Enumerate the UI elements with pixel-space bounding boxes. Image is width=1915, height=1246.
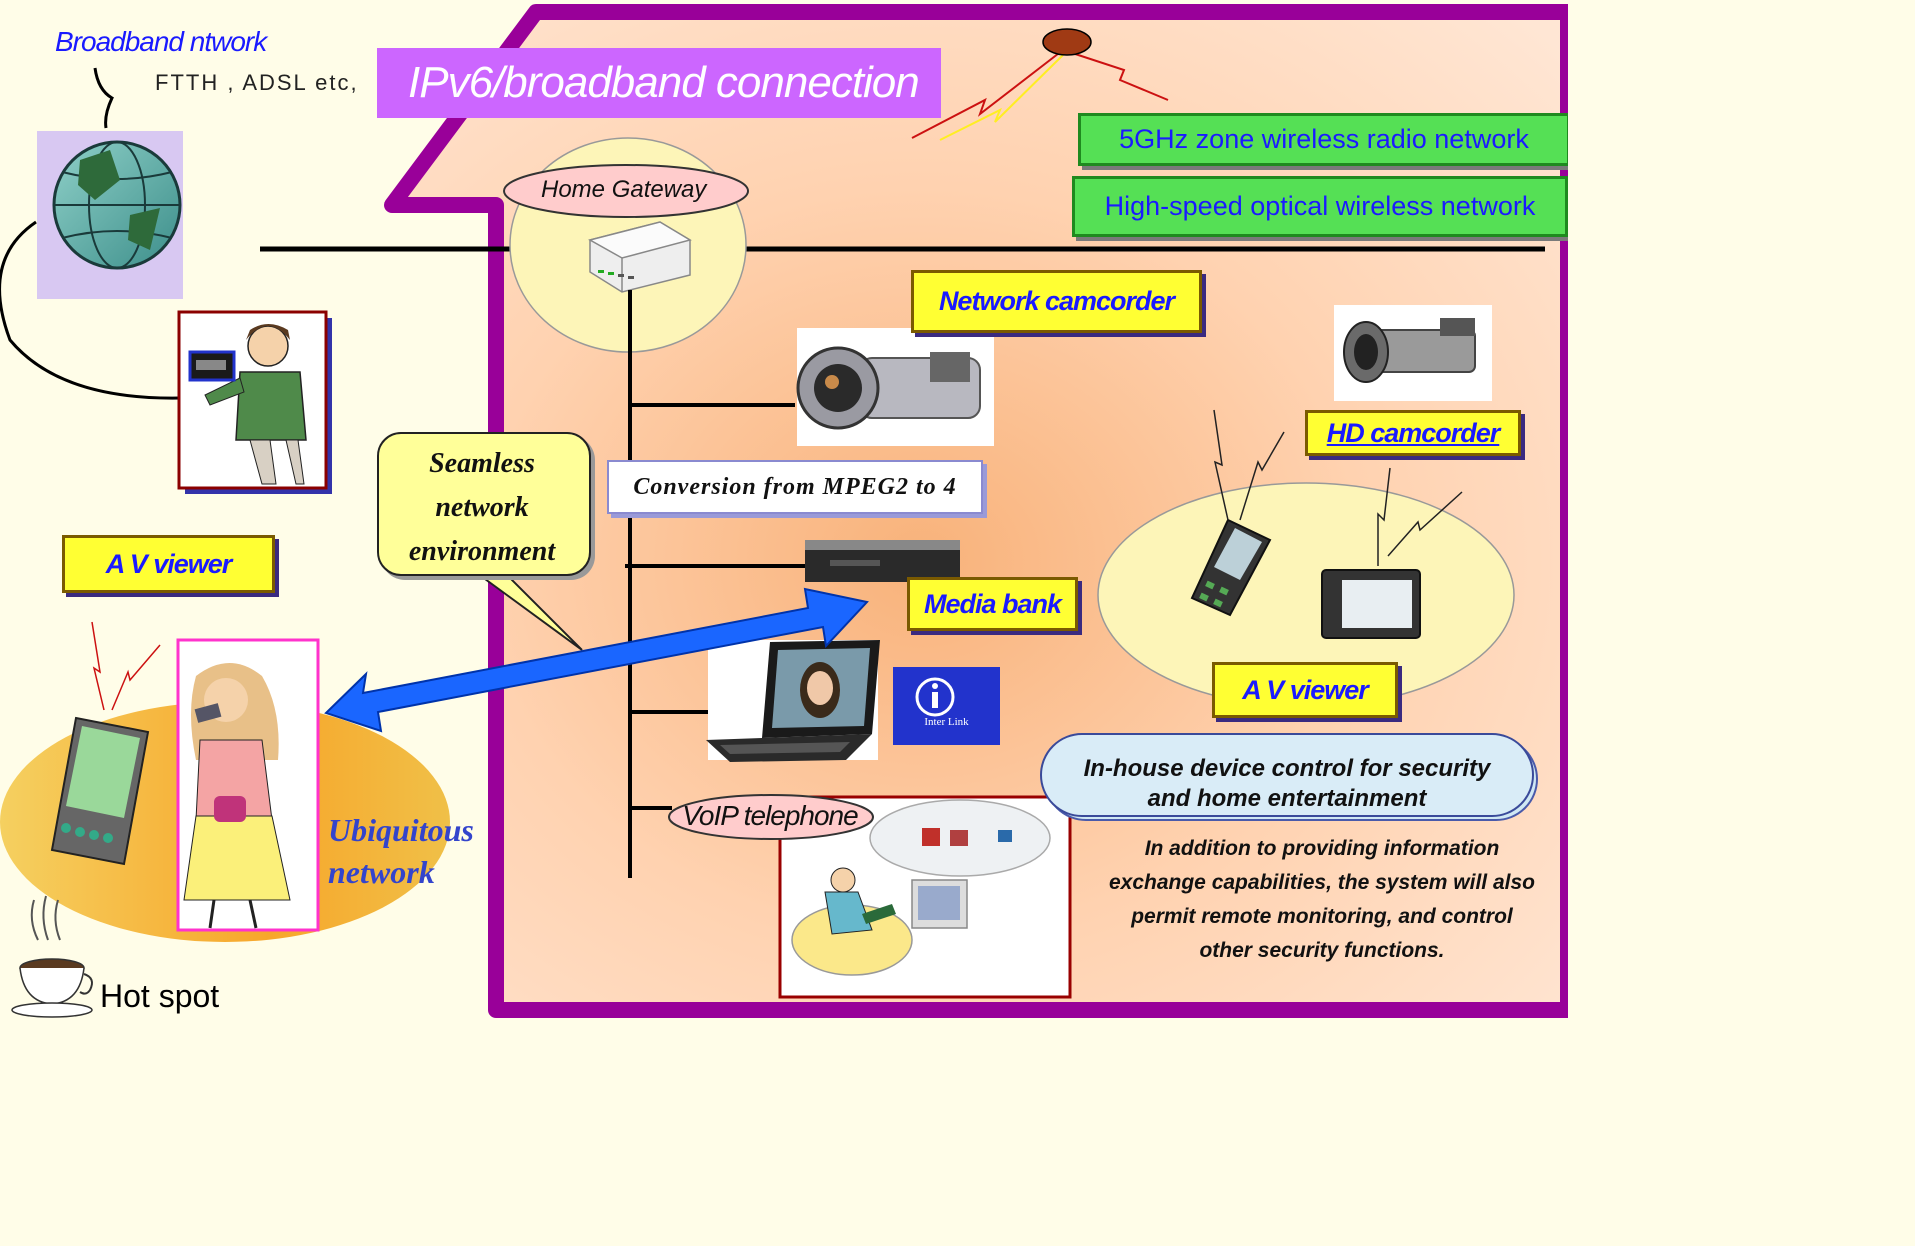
gateway-device-icon — [588, 221, 692, 293]
pda-icon — [50, 716, 150, 866]
av-viewer-right-label: A V viewer — [1212, 662, 1398, 718]
ipv6-banner — [377, 48, 941, 118]
laptop-icon — [706, 640, 880, 762]
coffee-cup-icon — [11, 895, 93, 1018]
mobile-user-man-icon — [177, 310, 332, 494]
seamless-callout-line1: Seamless — [429, 448, 535, 479]
network-camcorder-text: Network camcorder — [938, 286, 1175, 316]
woman-with-device-icon — [176, 638, 320, 932]
interlink-label: Inter Link — [924, 716, 969, 728]
media-bank-text: Media bank — [923, 588, 1062, 619]
voip-label-bg — [668, 794, 874, 840]
roof-antenna-icon — [911, 28, 1169, 141]
broadband-subtitle: FTTH , ADSL etc, — [155, 70, 359, 95]
home-gateway-label: Home Gateway — [541, 176, 707, 203]
seamless-double-arrow — [324, 587, 869, 733]
globe-icon — [37, 131, 183, 299]
control-banner-line1: In-house device control for security — [1083, 755, 1491, 782]
network-diagram — [0, 4, 1568, 1018]
hd-camcorder-icon — [1334, 305, 1492, 401]
network-camcorder-icon — [796, 328, 994, 446]
wireless-radio-label: 5GHz zone wireless radio network — [1119, 124, 1529, 154]
mpeg-conversion-box: Conversion from MPEG2 to 4 — [607, 460, 983, 514]
broadband-cable-2 — [0, 220, 181, 400]
voip-telephone-label: VoIP telephone — [682, 800, 858, 831]
network-camcorder-label: Network camcorder — [911, 270, 1202, 333]
media-bank-label: Media bank — [907, 577, 1078, 631]
mobile-phone-icon — [1190, 518, 1272, 617]
broadband-cable — [93, 67, 114, 129]
seamless-callout-line3: environment — [408, 536, 556, 567]
pda-signal-icons — [91, 621, 161, 711]
description-line2: exchange capabilities, the system will a… — [1108, 871, 1535, 894]
wireless-radio-network: 5GHz zone wireless radio network — [1078, 113, 1568, 166]
ubiquitous-line2: network — [328, 854, 435, 890]
portable-tv-icon — [1321, 569, 1421, 639]
wireless-signal-icons — [1213, 409, 1463, 566]
gateway-label-bg — [503, 164, 749, 218]
hot-spot-label: Hot spot — [100, 978, 220, 1014]
wireless-optical-label: High-speed optical wireless network — [1104, 191, 1536, 221]
ubiquitous-line1: Ubiquitous — [328, 812, 474, 848]
description-line3: permit remote monitoring, and control — [1131, 905, 1513, 928]
seamless-callout — [377, 432, 591, 576]
av-viewer-left-text: A V viewer — [105, 548, 233, 579]
control-banner-line2: and home entertainment — [1147, 785, 1427, 812]
av-viewer-left-label: A V viewer — [62, 535, 275, 593]
hd-camcorder-label: HD camcorder — [1305, 410, 1521, 456]
seamless-callout-line2: network — [435, 492, 529, 523]
interlink-logo — [893, 667, 1000, 745]
description-line1: In addition to providing information — [1144, 837, 1500, 860]
mpeg-conversion-label: Conversion from MPEG2 to 4 — [633, 473, 957, 500]
av-viewer-right-text: A V viewer — [1242, 674, 1369, 705]
hd-camcorder-text: HD camcorder — [1326, 417, 1501, 448]
broadband-title: Broadband ntwork — [55, 26, 267, 57]
wireless-optical-network: High-speed optical wireless network — [1072, 176, 1568, 237]
ipv6-banner-label: IPv6/broadband connection — [408, 58, 920, 107]
description-line4: other security functions. — [1199, 939, 1445, 962]
media-bank-device-icon — [805, 540, 960, 582]
